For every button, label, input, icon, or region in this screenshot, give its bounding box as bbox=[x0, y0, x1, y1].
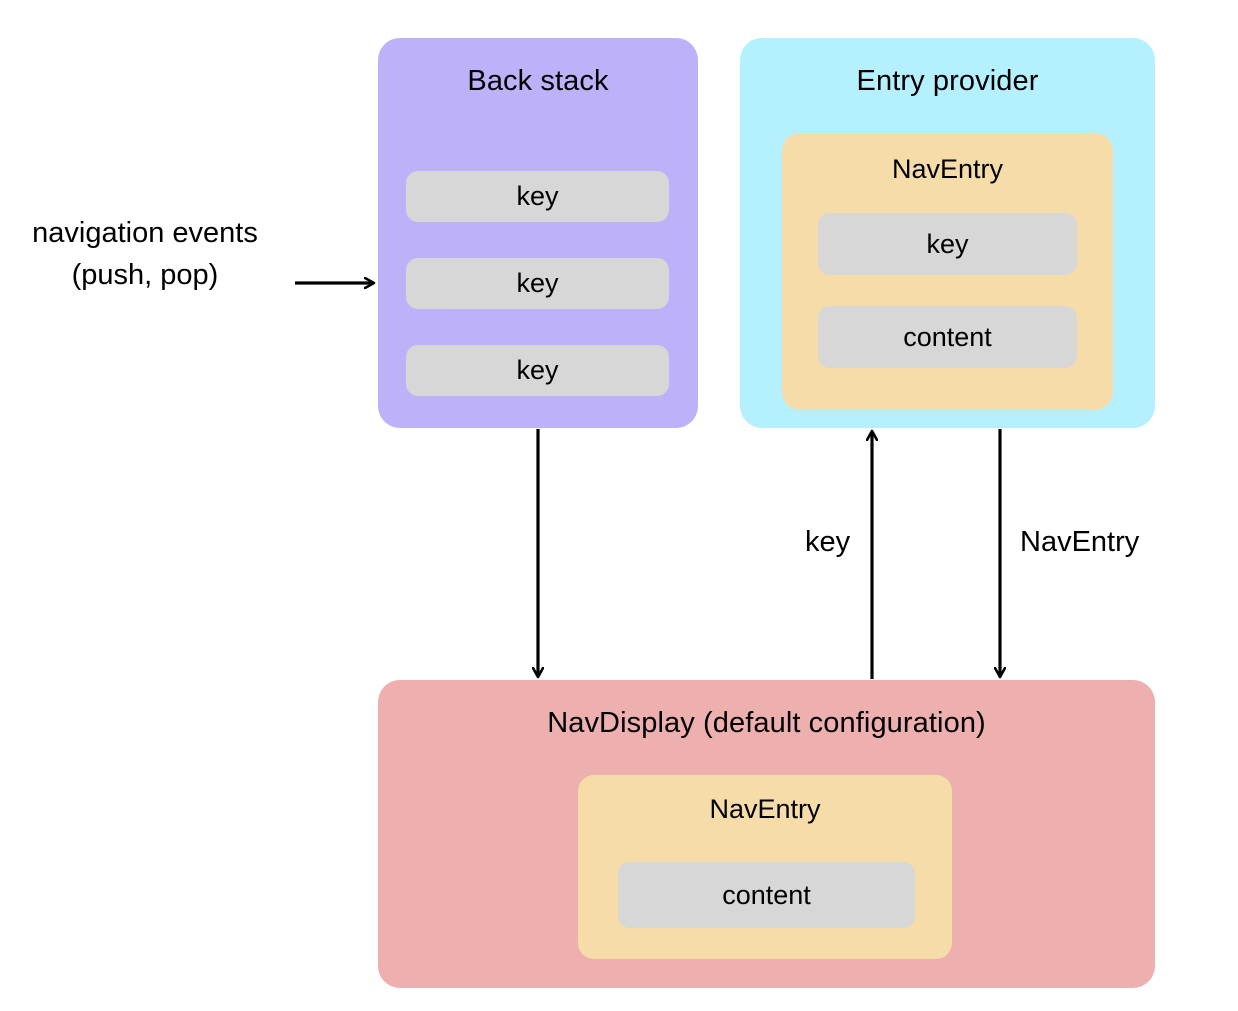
arrow-label-key: key bbox=[805, 526, 851, 558]
back-stack-panel[interactable]: Back stack key key key bbox=[378, 38, 698, 428]
entry-provider-nav-entry-box[interactable]: NavEntry key content bbox=[782, 133, 1113, 410]
nav-display-panel[interactable]: NavDisplay (default configuration) NavEn… bbox=[378, 680, 1155, 988]
entry-provider-panel[interactable]: Entry provider NavEntry key content bbox=[740, 38, 1155, 428]
back-stack-title: Back stack bbox=[467, 65, 609, 97]
entry-provider-title: Entry provider bbox=[856, 65, 1039, 97]
entry-provider-nav-entry-title: NavEntry bbox=[891, 154, 1004, 184]
nav-display-content-chip[interactable]: content bbox=[618, 862, 915, 928]
entry-provider-content-chip[interactable]: content bbox=[818, 306, 1077, 368]
entry-provider-key-chip[interactable]: key bbox=[818, 213, 1077, 275]
arrow-label-naventry: NavEntry bbox=[1020, 526, 1140, 558]
navigation-events-label: navigation events (push, pop) bbox=[10, 212, 280, 296]
nav-display-nav-entry-box[interactable]: NavEntry content bbox=[578, 775, 952, 959]
nav-display-title: NavDisplay (default configuration) bbox=[547, 707, 986, 739]
back-stack-key-chip[interactable]: key bbox=[406, 171, 669, 222]
navigation-events-line-2: (push, pop) bbox=[71, 259, 219, 291]
back-stack-key-chip[interactable]: key bbox=[406, 258, 669, 309]
nav-display-nav-entry-title: NavEntry bbox=[709, 794, 821, 824]
back-stack-key-chip[interactable]: key bbox=[406, 345, 669, 396]
navigation-events-line-1: navigation events bbox=[32, 217, 258, 249]
